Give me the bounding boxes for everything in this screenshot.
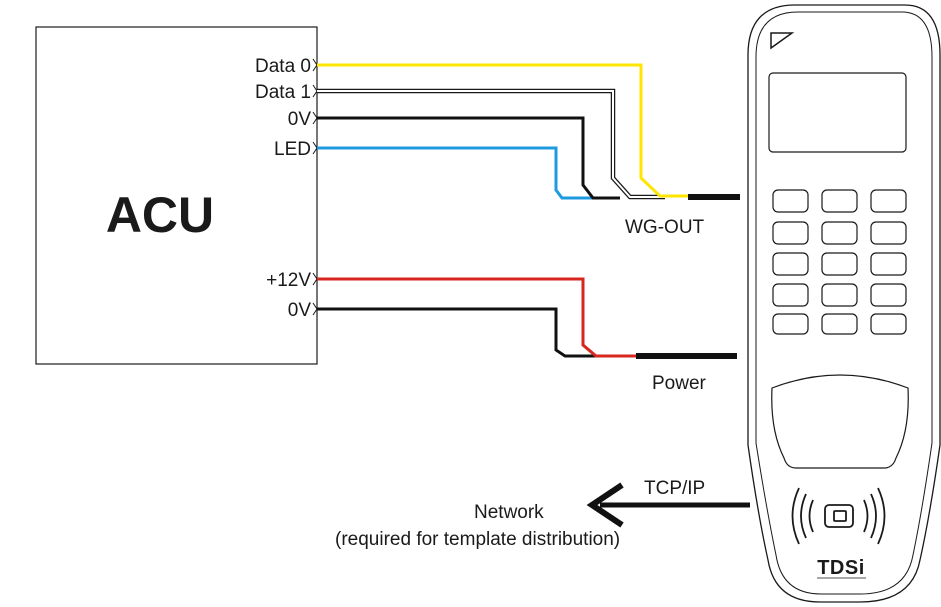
terminal-data1-label: Data 1: [255, 82, 311, 103]
keypad-key: [772, 189, 809, 213]
terminal-ticks: [312, 58, 318, 316]
keypad-key: [870, 189, 907, 213]
terminal-led-label: LED: [274, 139, 311, 160]
wire-data1: [317, 90, 665, 198]
terminal-12v-label: +12V: [266, 270, 311, 291]
reader-inner-outline: [755, 11, 933, 595]
wire-0v-1: [317, 116, 620, 200]
fingerprint-sensor: [771, 374, 909, 469]
keypad-key: [870, 283, 907, 307]
keypad-key: [870, 313, 907, 335]
network-note: (required for template distribution): [335, 529, 620, 550]
keypad-key: [870, 221, 907, 245]
power-label: Power: [652, 373, 707, 394]
keypad-key: [870, 252, 907, 276]
fingerprint-reader-device: TDSi: [747, 4, 941, 603]
terminal-0v-2-label: 0V: [288, 300, 312, 321]
network-arrow-icon: [586, 482, 624, 528]
keypad-key: [772, 283, 809, 307]
wire-12v: [317, 277, 640, 358]
contactless-card-icon: [791, 487, 886, 545]
keypad-key: [821, 189, 858, 213]
tdsi-logo: TDSi: [817, 557, 865, 579]
keypad-key: [772, 252, 809, 276]
wire-data0: [317, 63, 690, 198]
keypad-key: [821, 283, 858, 307]
network-label: Network: [474, 502, 544, 523]
wire-led: [317, 146, 600, 200]
terminal-data0-label: Data 0: [255, 56, 311, 77]
reader-display: [768, 72, 907, 153]
keypad-key: [821, 252, 858, 276]
keypad-key: [821, 221, 858, 245]
wg-out-label: WG-OUT: [625, 217, 705, 238]
wire-0v-2: [317, 307, 600, 358]
keypad-key: [772, 221, 809, 245]
keypad-key: [821, 313, 858, 335]
tcpip-label: TCP/IP: [644, 478, 705, 499]
triangle-indicator-icon: [770, 32, 795, 50]
keypad-key: [772, 313, 809, 335]
keypad: [772, 189, 907, 335]
acu-title: ACU: [106, 187, 214, 243]
terminal-0v-1-label: 0V: [288, 109, 312, 130]
acu-box: [35, 26, 318, 365]
